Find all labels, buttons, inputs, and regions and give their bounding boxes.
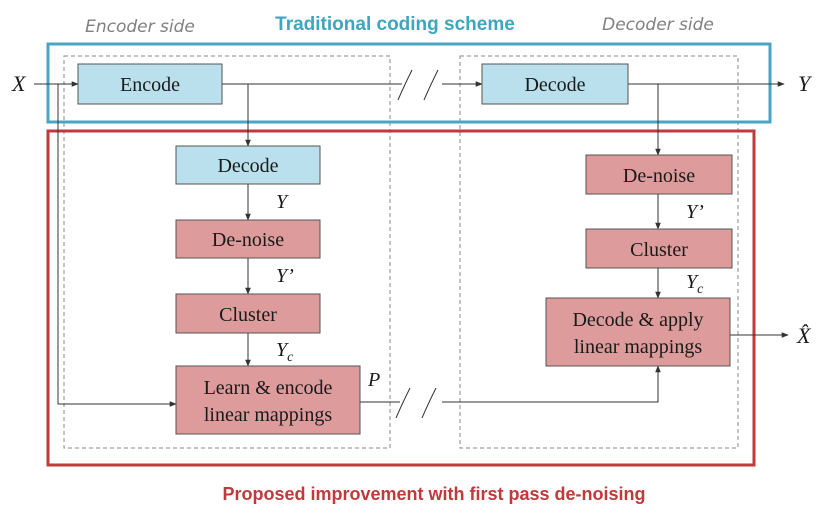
encoder-side-panel [63, 55, 391, 449]
enc-signal-y: Y [276, 191, 289, 213]
decoder-side-label: Decoder side [602, 15, 714, 35]
learn-encode-line2: linear mappings [204, 404, 333, 426]
dec-signal-y-prime: Y’ [686, 201, 704, 223]
traditional-frame [46, 42, 772, 124]
dec-signal-yc: Yc [686, 271, 704, 297]
output-xhat-label: X̂ [796, 323, 812, 348]
enc-signal-yc: Yc [276, 339, 294, 365]
dec-cluster-label: Cluster [630, 239, 688, 261]
proposed-frame [46, 129, 756, 467]
enc-denoise-label: De-noise [212, 229, 284, 251]
enc-decode-box [175, 145, 321, 185]
learn-encode-box [175, 365, 361, 435]
decode-top-box [481, 63, 629, 105]
arrow-channel-to-apply [442, 365, 661, 403]
traditional-title: Traditional coding scheme [275, 14, 515, 35]
decode-top-label: Decode [524, 74, 585, 96]
enc-cluster-label: Cluster [219, 304, 277, 326]
encode-box [77, 63, 223, 105]
dec-denoise-box [585, 154, 733, 195]
arrow-x-bypass [57, 84, 177, 407]
enc-decode-label: Decode [217, 155, 278, 177]
encode-label: Encode [120, 74, 180, 96]
encoder-side-label: Encoder side [85, 17, 195, 37]
channel-break-bottom [395, 387, 437, 419]
dec-denoise-label: De-noise [623, 165, 695, 187]
decode-apply-line1: Decode & apply [572, 309, 703, 331]
enc-denoise-box [175, 219, 321, 259]
decoder-side-panel [459, 55, 739, 449]
enc-cluster-box [175, 293, 321, 334]
signal-p: P [367, 369, 380, 391]
dec-cluster-box [585, 228, 733, 269]
input-x-label: X [11, 71, 27, 96]
channel-break-top [397, 69, 439, 101]
decode-apply-box [545, 297, 731, 367]
output-y-label: Y [798, 71, 813, 96]
proposed-title: Proposed improvement with first pass de-… [222, 484, 645, 504]
enc-signal-y-prime: Y’ [276, 265, 294, 287]
decode-apply-line2: linear mappings [574, 336, 703, 358]
learn-encode-line1: Learn & encode [204, 377, 333, 399]
